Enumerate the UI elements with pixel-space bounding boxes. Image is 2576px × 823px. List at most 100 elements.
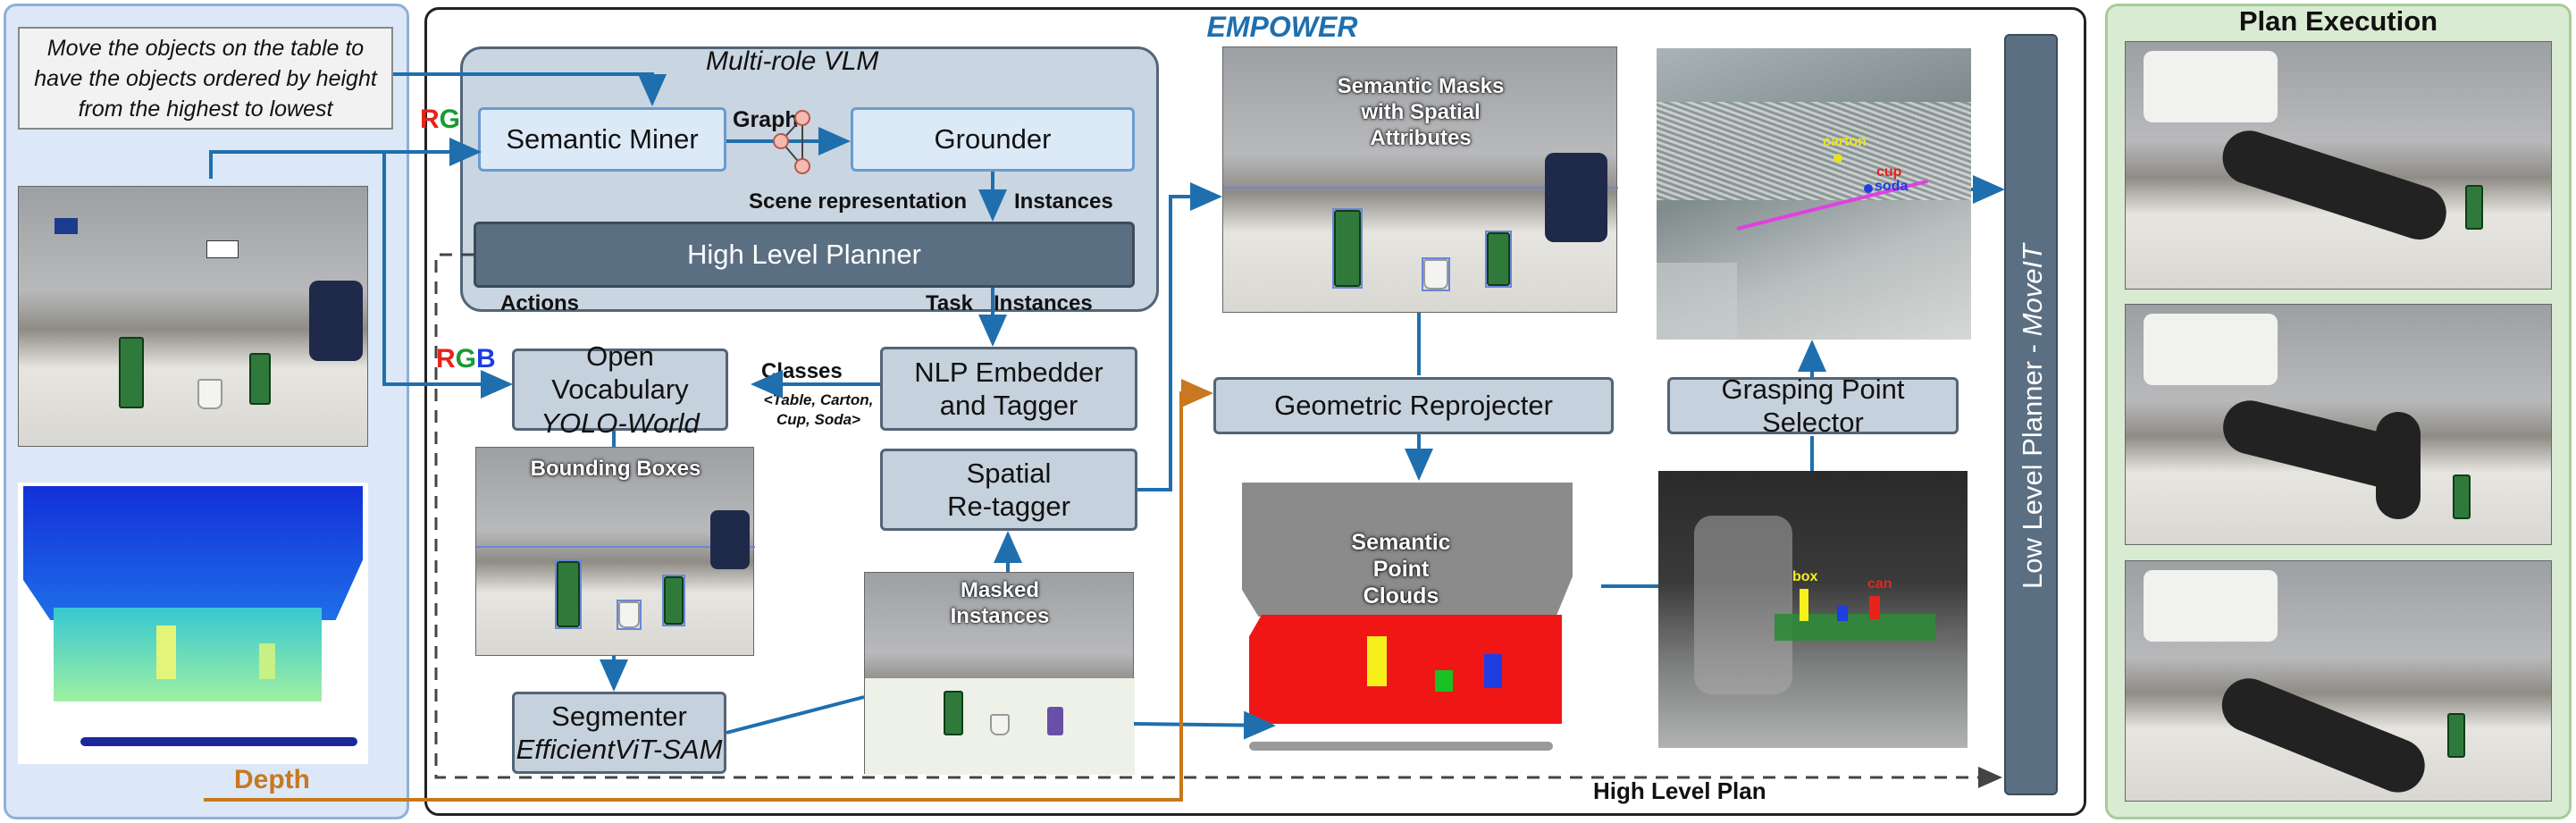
semantic-carton-box: [1332, 208, 1363, 289]
semantic-masks-label: Semantic Masks with Spatial Attributes: [1223, 74, 1618, 151]
execution-frame-2: [2125, 304, 2552, 545]
semantic-masks-line3: Attributes: [1370, 125, 1472, 150]
plan-execution-title: Plan Execution: [2238, 5, 2438, 37]
depth-soda: [259, 643, 275, 679]
rviz-bottom-image: box can: [1658, 471, 1968, 748]
semantic-backpack: [1545, 153, 1607, 242]
rviz-bottom-table: [1775, 614, 1935, 641]
rviz-bottom-can: [1869, 596, 1880, 619]
depth-image: [18, 483, 368, 764]
classes-label: Classes: [761, 359, 843, 383]
rviz-top-image: carton soda cup: [1657, 48, 1971, 340]
masked-cup: [990, 714, 1010, 735]
grasping-point-selector-box: Grasping Point Selector: [1667, 374, 1959, 438]
rviz-top-carton-dot: [1833, 154, 1842, 163]
semantic-masks-line2: with Spatial: [1361, 99, 1481, 124]
wall-socket: [206, 240, 239, 258]
masked-instances-image: Masked Instances: [864, 572, 1135, 775]
open-vocab-line1: Open Vocabulary: [551, 340, 689, 406]
nlp-line2: and Tagger: [939, 390, 1078, 421]
exec2-carton: [2453, 474, 2471, 519]
semantic-point-clouds-image: Semantic Point Clouds: [1231, 483, 1585, 768]
robot-forearm-2: [2376, 412, 2421, 519]
masked-instances-label: Masked Instances: [865, 578, 1135, 630]
exec1-carton: [2465, 185, 2483, 230]
rviz-bottom-cup: [1837, 605, 1848, 621]
carton-bbox: [555, 559, 582, 629]
wall-sticker: [55, 218, 78, 234]
open-vocabulary-box: Open Vocabulary YOLO-World: [512, 340, 728, 439]
rviz-top-carton-label: carton: [1823, 134, 1867, 149]
semantic-masks-image: Semantic Masks with Spatial Attributes: [1222, 46, 1618, 313]
spatial-line2: Re-tagger: [947, 491, 1070, 522]
semantic-miner-box: Semantic Miner: [478, 107, 726, 172]
semantic-pc-label: Semantic Point Clouds: [1285, 529, 1517, 609]
masked-soda: [1047, 707, 1063, 735]
vlm-title: Multi-role VLM: [706, 46, 879, 76]
depth-wall: [23, 486, 363, 620]
pc-carton: [1367, 636, 1387, 686]
rviz-bottom-box: [1800, 589, 1808, 621]
grounder-box: Grounder: [851, 107, 1135, 172]
bounding-boxes-label: Bounding Boxes: [530, 457, 701, 481]
classes-list: <Table, Carton, Cup, Soda>: [756, 391, 881, 430]
depth-floor: [80, 737, 357, 746]
robot-arm-1: [2215, 123, 2454, 247]
rviz-top-soda-label: soda: [1875, 179, 1909, 194]
rviz-bottom-can-label: can: [1867, 576, 1892, 592]
rgb-input-image: [18, 186, 368, 447]
nlp-line1: NLP Embedder: [914, 356, 1103, 388]
pc-label-line2: Point: [1372, 557, 1430, 582]
instruction-text: Move the objects on the table to have th…: [18, 27, 393, 130]
cup-bbox: [617, 600, 642, 630]
pc-table: [1249, 615, 1562, 724]
segmenter-line1: Segmenter: [551, 700, 687, 732]
rviz-top-robot: [1657, 263, 1737, 340]
bbox-backpack: [710, 510, 750, 569]
high-level-plan-label: High Level Plan: [1593, 777, 1766, 804]
depth-label: Depth: [234, 765, 310, 794]
backpack: [309, 281, 363, 361]
robot-arm-3: [2213, 670, 2433, 801]
carton-object: [119, 337, 144, 408]
spatial-retagger-box: Spatial Re-tagger: [880, 449, 1137, 531]
pc-label-line1: Semantic: [1351, 530, 1451, 555]
semantic-cup-box: [1422, 257, 1450, 291]
bounding-boxes-image: Bounding Boxes: [475, 447, 755, 656]
depth-carton: [156, 626, 176, 679]
rviz-top-soda-dot: [1864, 184, 1873, 193]
exec3-carton: [2447, 713, 2465, 758]
actions-label: Actions: [500, 291, 580, 315]
robot-head-2: [2144, 314, 2278, 385]
rviz-bottom-box-label: box: [1792, 569, 1818, 584]
classes-list-line1: <Table, Carton,: [763, 391, 874, 408]
semantic-table-line: [1223, 187, 1618, 189]
instances-label-bottom: Instances: [994, 291, 1093, 315]
rgb-label-mid: RGB: [436, 344, 496, 374]
task-label: Task: [926, 291, 973, 315]
soda-object: [249, 353, 271, 405]
semantic-masks-line1: Semantic Masks: [1337, 74, 1505, 98]
cup-object: [197, 379, 222, 409]
masked-carton: [944, 691, 963, 735]
high-level-planner-box: High Level Planner: [474, 222, 1135, 288]
soda-bbox: [662, 575, 685, 626]
rviz-top-pointcloud: [1657, 102, 1971, 200]
pc-cup: [1435, 670, 1453, 692]
semantic-soda-box: [1485, 231, 1512, 288]
execution-frame-1: [2125, 41, 2552, 290]
segmenter-box: Segmenter EfficientViT-SAM: [512, 692, 726, 774]
spatial-line1: Spatial: [966, 457, 1052, 489]
graph-label: Graph: [733, 107, 799, 132]
low-level-planner-label: Low Level Planner - MoveIT: [2017, 139, 2049, 693]
empower-title: EMPOWER: [1206, 11, 1358, 43]
low-level-planner-text: Low Level Planner -: [2017, 336, 2048, 589]
geometric-reprojecter-box: Geometric Reprojecter: [1213, 377, 1614, 434]
classes-list-line2: Cup, Soda>: [776, 411, 860, 429]
masked-label-line1: Masked: [960, 578, 1040, 602]
rviz-top-cup-label: cup: [1876, 164, 1902, 180]
rviz-bottom-robot: [1694, 516, 1792, 694]
nlp-embedder-box: NLP Embedder and Tagger: [880, 347, 1137, 431]
instances-label-top: Instances: [1014, 189, 1113, 214]
robot-head-3: [2144, 570, 2278, 642]
